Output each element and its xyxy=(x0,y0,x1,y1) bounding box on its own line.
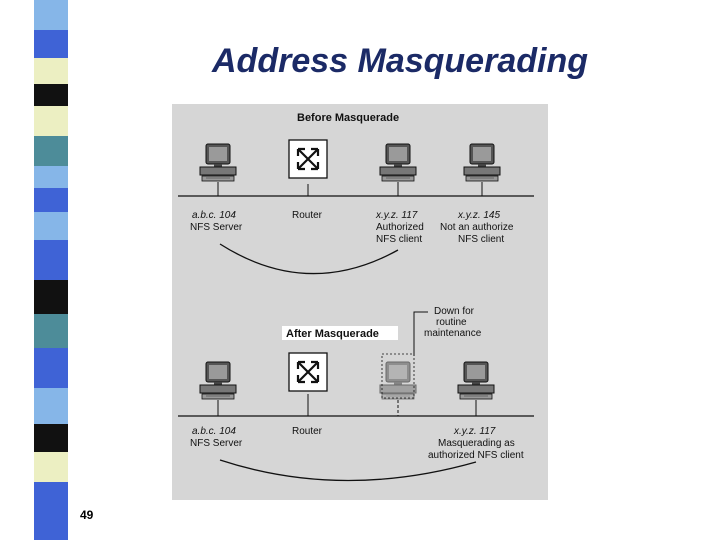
after-client117-role: Masquerading as xyxy=(438,438,515,449)
nfs-server-computer-icon-after xyxy=(199,361,237,400)
offline-client-computer-icon xyxy=(379,361,417,400)
slide-title: Address Masquerading xyxy=(212,42,588,80)
nfs-server-computer-icon xyxy=(199,143,237,182)
before-server-addr: a.b.c. 104 xyxy=(192,210,236,221)
before-client117-role2: NFS client xyxy=(376,234,422,245)
before-connection-arc xyxy=(219,243,399,275)
after-client117-addr: x.y.z. 117 xyxy=(453,426,496,437)
before-client117-role: Authorized xyxy=(376,222,424,233)
page-number: 49 xyxy=(80,508,94,522)
after-client117-role2: authorized NFS client xyxy=(428,450,524,461)
decorative-stripe xyxy=(0,0,72,540)
router-icon-after xyxy=(287,351,329,393)
network-diagram: Before Masquerade a.b.c. 104 NFS Server … xyxy=(172,104,548,500)
authorized-client-computer-icon xyxy=(379,143,417,182)
before-client145-role2: NFS client xyxy=(458,234,504,245)
after-router-label: Router xyxy=(292,426,323,437)
after-server-addr: a.b.c. 104 xyxy=(192,426,236,437)
before-router-label: Router xyxy=(292,210,323,221)
before-heading: Before Masquerade xyxy=(297,112,399,124)
before-client145-addr: x.y.z. 145 xyxy=(457,210,500,221)
after-server-role: NFS Server xyxy=(190,438,243,449)
after-connection-arc xyxy=(219,459,477,482)
before-server-role: NFS Server xyxy=(190,222,243,233)
masquerading-client-computer-icon xyxy=(457,361,495,400)
router-icon xyxy=(287,138,329,180)
unauthorized-client-computer-icon xyxy=(463,143,501,182)
after-heading: After Masquerade xyxy=(286,328,379,340)
maintenance-note-line2: routine xyxy=(436,317,467,328)
maintenance-note-line3: maintenance xyxy=(424,328,482,339)
maintenance-note-line1: Down for xyxy=(434,306,475,317)
before-client145-role: Not an authorize xyxy=(440,222,514,233)
before-client117-addr: x.y.z. 117 xyxy=(375,210,418,221)
